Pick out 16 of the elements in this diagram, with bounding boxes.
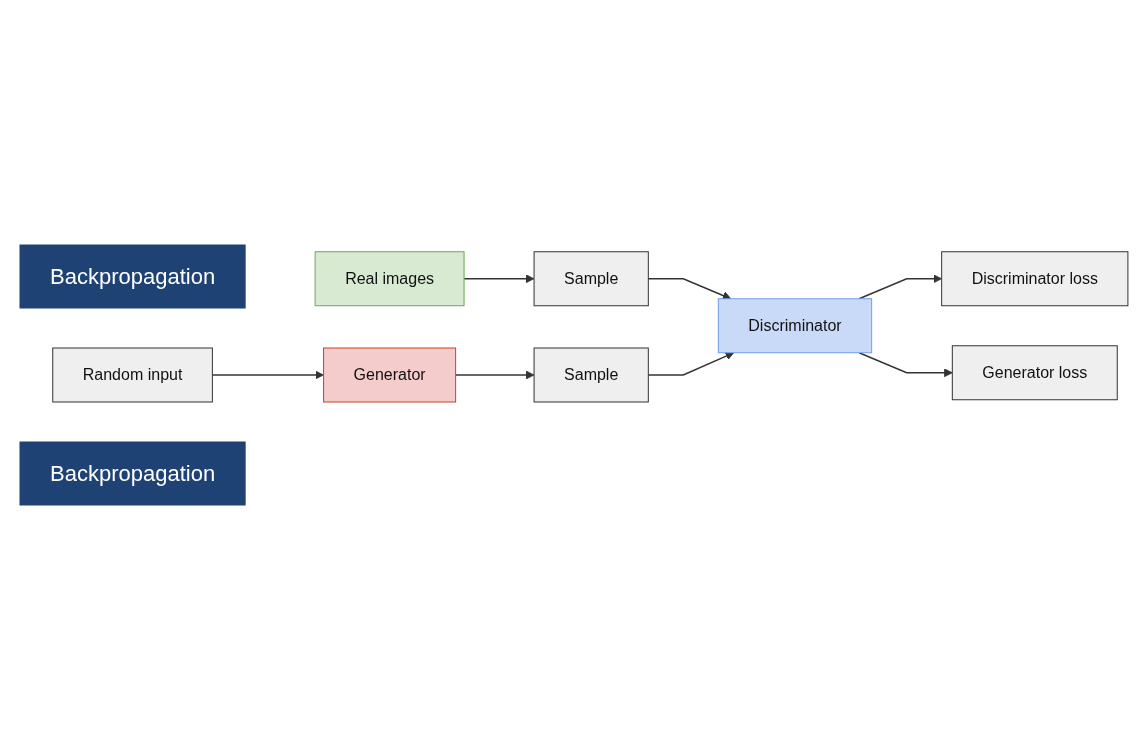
node-box: Discriminator loss: [940, 250, 1128, 306]
node-box: Sample: [533, 250, 649, 306]
node-box: Real images: [314, 250, 465, 306]
node-box: Generator loss: [951, 344, 1118, 400]
arrow: [454, 370, 534, 379]
arrow: [647, 351, 734, 376]
arrow: [857, 351, 953, 377]
node-box: Generator: [322, 347, 456, 402]
node-box: Discriminator: [717, 297, 872, 353]
node-box: Backpropagation: [19, 441, 246, 505]
arrow: [462, 273, 534, 283]
node-box: Sample: [533, 347, 649, 402]
node-box: Backpropagation: [19, 244, 246, 308]
node-box: Random input: [51, 347, 213, 402]
arrow: [211, 370, 324, 379]
arrow: [647, 277, 731, 300]
